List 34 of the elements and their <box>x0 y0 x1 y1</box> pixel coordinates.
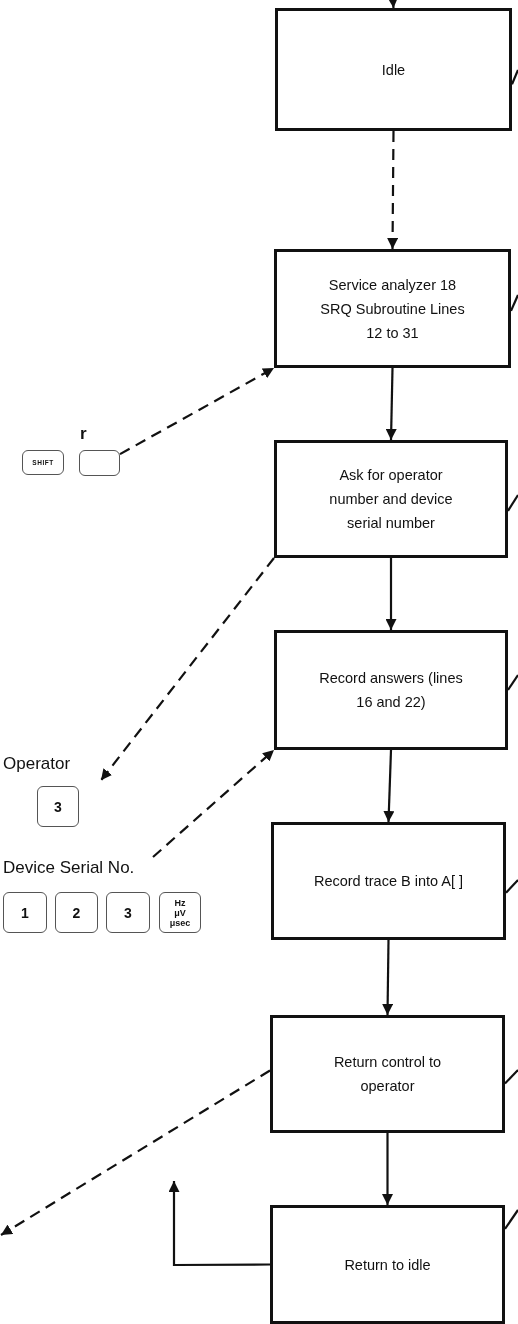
process-box: Idle <box>275 8 512 131</box>
process-box: Service analyzer 18 SRQ Subroutine Lines 12 to 31 <box>274 249 511 368</box>
arrow <box>382 1133 393 1205</box>
arrow <box>387 131 399 249</box>
arrow <box>387 0 399 9</box>
key-button: 2 <box>55 892 98 933</box>
key-button: 3 <box>37 786 79 827</box>
key-legend: r <box>80 424 87 444</box>
arrow <box>152 749 275 858</box>
arrow <box>382 940 394 1015</box>
process-box: Return to idle <box>270 1205 505 1324</box>
process-box: Record trace B into A[ ] <box>271 822 506 940</box>
prompt-label: Operator <box>3 754 71 773</box>
arrow <box>100 557 275 781</box>
arrow <box>385 558 397 630</box>
process-box: Return control to operator <box>270 1015 505 1133</box>
arrow <box>119 367 275 456</box>
connector-line <box>511 69 518 85</box>
key-button: 3 <box>106 892 150 933</box>
connector-line <box>510 294 518 312</box>
connector-line <box>507 674 518 691</box>
connector-line <box>504 1069 518 1085</box>
arrow <box>168 1181 270 1267</box>
arrow <box>385 367 397 441</box>
connector-line <box>507 494 518 512</box>
key-button: 1 <box>3 892 47 933</box>
arrow <box>383 749 395 823</box>
process-box: Record answers (lines 16 and 22) <box>274 630 508 750</box>
arrow <box>0 1069 271 1236</box>
connector-line <box>504 1209 518 1230</box>
key-button: Hz μV μsec <box>159 892 201 933</box>
prompt-label: Device Serial No. <box>3 858 135 877</box>
process-box: Ask for operator number and device serial number <box>274 440 508 558</box>
connector-line <box>505 879 518 894</box>
